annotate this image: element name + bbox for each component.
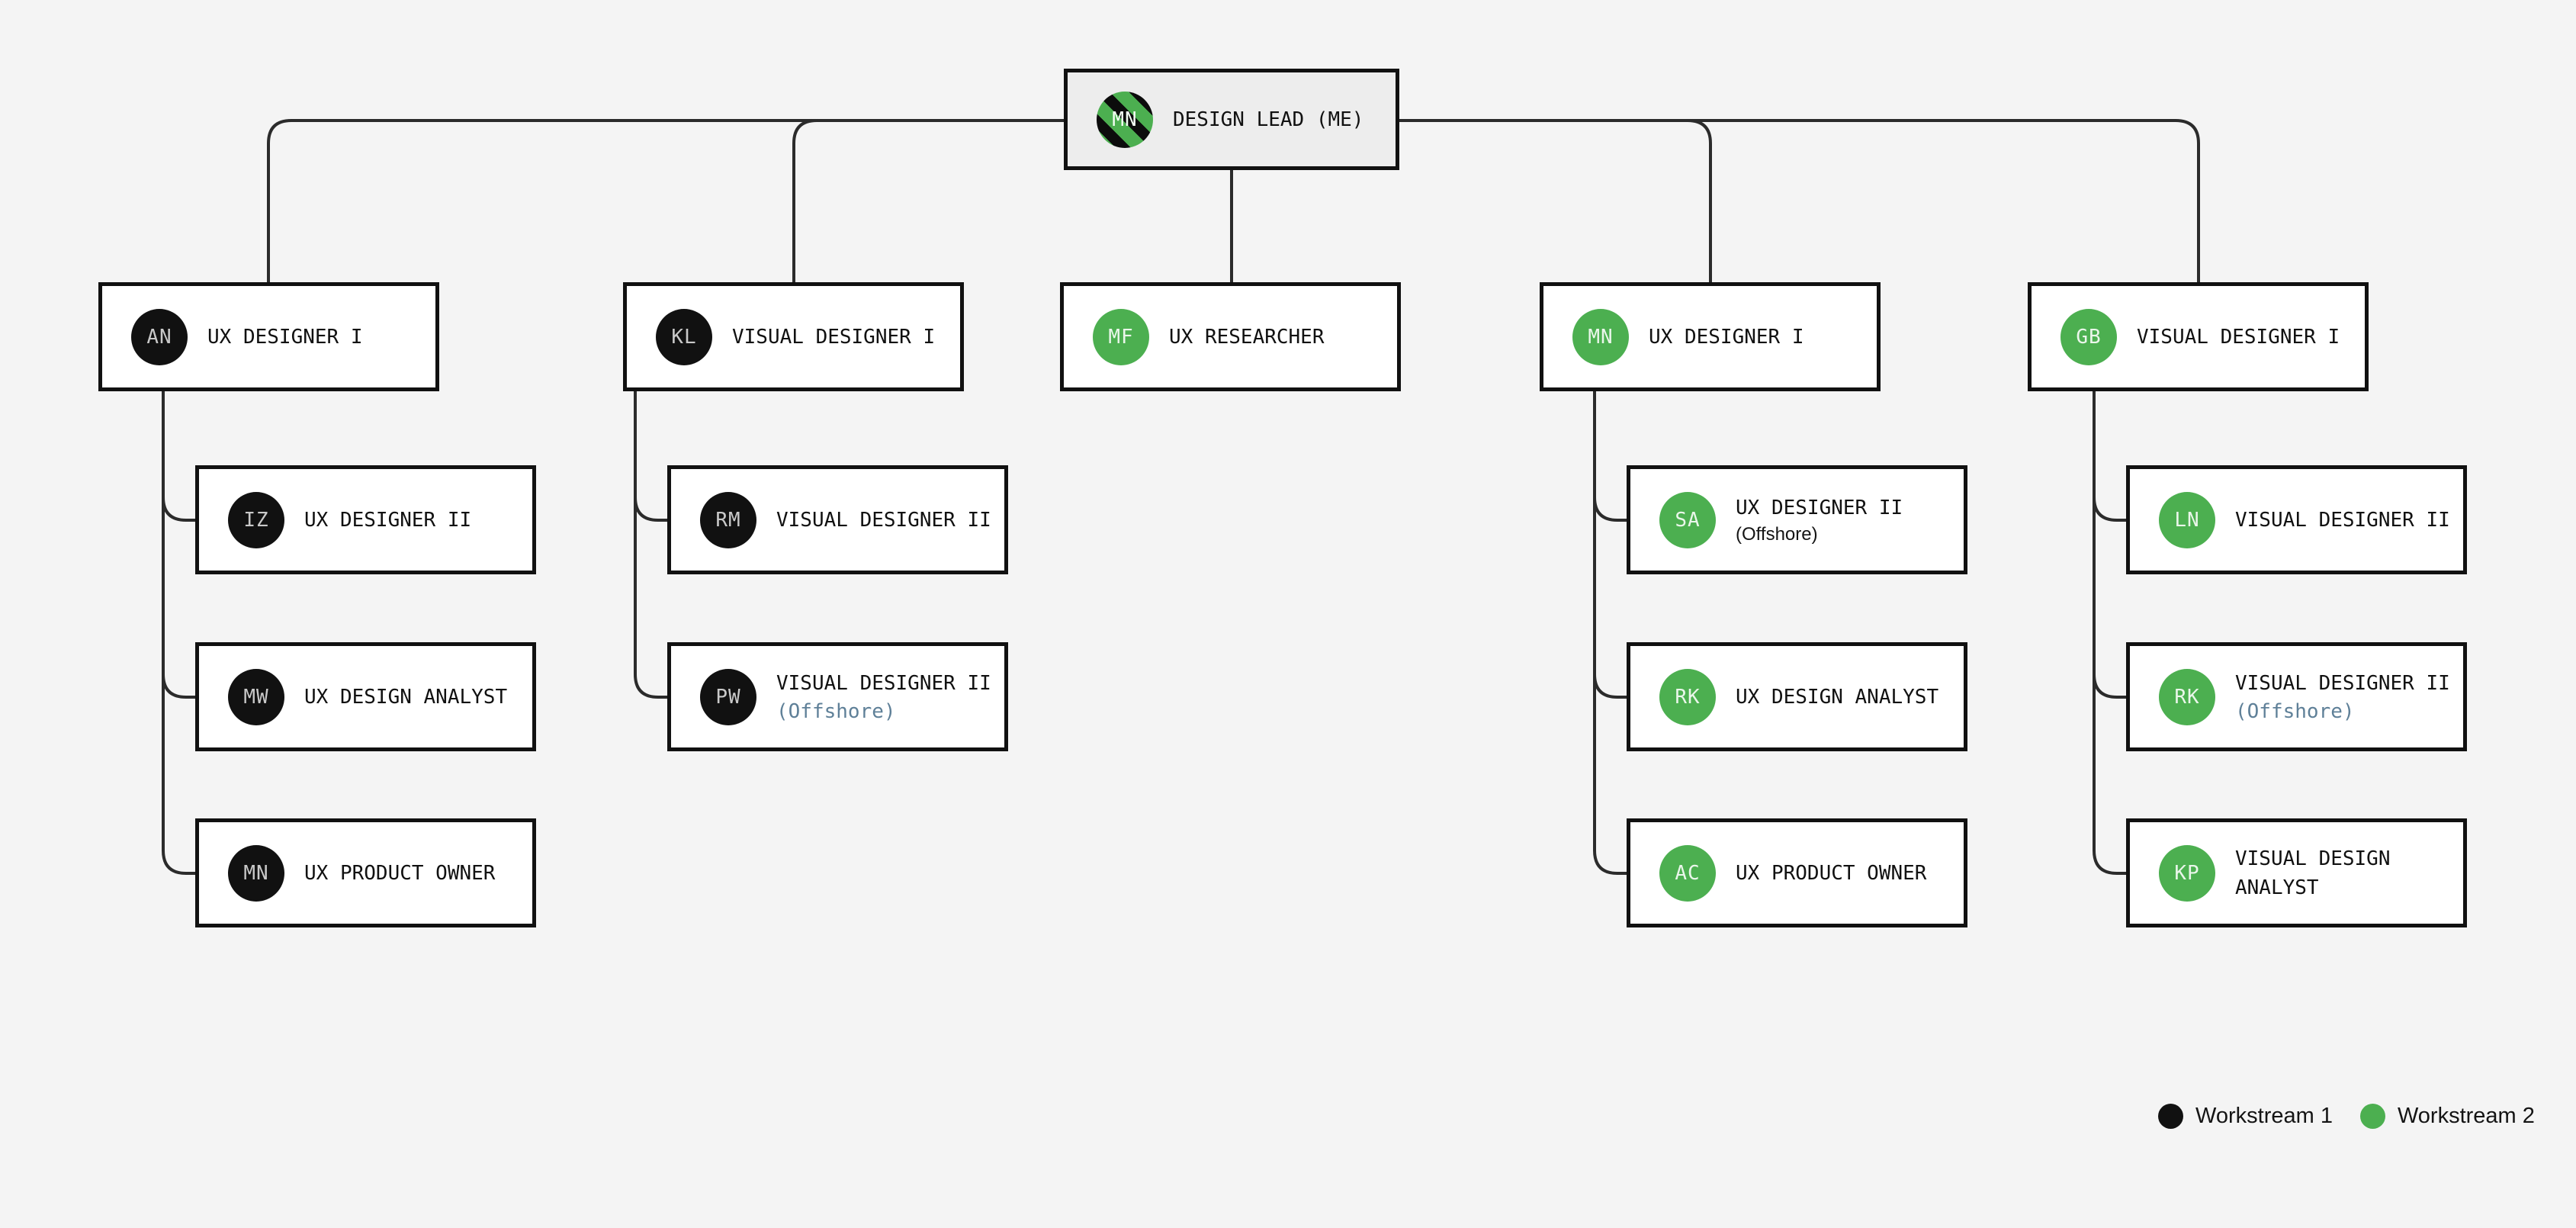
avatar: SA	[1659, 491, 1716, 548]
legend-item-workstream-2: Workstream 2	[2359, 1103, 2535, 1129]
workstream-1-dot-icon	[2158, 1103, 2183, 1129]
avatar-initials: PW	[715, 685, 741, 709]
node-title: VISUAL DESIGNER II	[2235, 671, 2450, 695]
avatar: LN	[2159, 491, 2215, 548]
node-title: UX PRODUCT OWNER	[1736, 861, 1927, 885]
avatar-striped: MN	[1097, 91, 1153, 148]
node-title: VISUAL DESIGNER II	[776, 508, 991, 532]
org-node-visual-designer-2-b[interactable]: LN VISUAL DESIGNER II	[2126, 465, 2467, 574]
node-title: UX DESIGN ANALYST	[304, 685, 508, 709]
org-node-visual-designer-2-offshore-b[interactable]: RK VISUAL DESIGNER II (Offshore)	[2126, 642, 2467, 751]
org-node-visual-designer-2-a[interactable]: RM VISUAL DESIGNER II	[667, 465, 1008, 574]
avatar-initials: MF	[1108, 325, 1134, 349]
avatar-initials: RK	[1675, 685, 1701, 709]
node-title: VISUAL DESIGN ANALYST	[2235, 847, 2391, 899]
legend-label: Workstream 1	[2195, 1103, 2333, 1128]
org-node-ux-design-analyst-a[interactable]: MW UX DESIGN ANALYST	[195, 642, 536, 751]
node-title: UX DESIGNER II	[304, 508, 472, 532]
node-title: UX DESIGNER II	[1736, 496, 1903, 519]
avatar: GB	[2060, 308, 2117, 365]
legend-item-workstream-1: Workstream 1	[2158, 1103, 2333, 1129]
avatar: AC	[1659, 844, 1716, 902]
avatar-initials: RK	[2174, 685, 2200, 709]
avatar: MF	[1093, 308, 1149, 365]
avatar-initials: MN	[1588, 325, 1614, 349]
avatar-initials: LN	[2174, 508, 2200, 532]
avatar-initials: GB	[2076, 325, 2102, 349]
avatar-initials: MW	[243, 685, 269, 709]
node-title: UX DESIGNER I	[1649, 325, 1804, 349]
node-subtitle-offshore: (Offshore)	[1736, 523, 1818, 545]
avatar: RM	[700, 491, 756, 548]
node-title: UX DESIGNER I	[207, 325, 363, 349]
org-node-ux-designer-1-a[interactable]: AN UX DESIGNER I	[98, 282, 439, 391]
avatar-initials: KL	[671, 325, 697, 349]
avatar: PW	[700, 668, 756, 725]
avatar-initials: IZ	[243, 508, 269, 532]
org-node-visual-designer-1-b[interactable]: GB VISUAL DESIGNER I	[2028, 282, 2369, 391]
avatar-initials: MN	[243, 861, 269, 885]
workstream-2-dot-icon	[2359, 1103, 2385, 1129]
org-node-ux-product-owner-b[interactable]: AC UX PRODUCT OWNER	[1627, 818, 1967, 927]
org-node-ux-designer-1-b[interactable]: MN UX DESIGNER I	[1540, 282, 1881, 391]
avatar: MN	[1572, 308, 1629, 365]
node-title: UX PRODUCT OWNER	[304, 861, 496, 885]
node-title: DESIGN LEAD (ME)	[1173, 108, 1364, 131]
org-node-visual-design-analyst[interactable]: KP VISUAL DESIGN ANALYST	[2126, 818, 2467, 927]
node-title: VISUAL DESIGNER II	[2235, 508, 2450, 532]
node-title: VISUAL DESIGNER I	[2137, 325, 2340, 349]
avatar-initials: RM	[715, 508, 741, 532]
node-title: VISUAL DESIGNER II	[776, 671, 991, 695]
org-node-ux-designer-2-a[interactable]: IZ UX DESIGNER II	[195, 465, 536, 574]
org-node-ux-design-analyst-b[interactable]: RK UX DESIGN ANALYST	[1627, 642, 1967, 751]
node-subtitle-offshore: (Offshore)	[2235, 699, 2355, 723]
avatar: RK	[1659, 668, 1716, 725]
workstream-legend: Workstream 1 Workstream 2	[2158, 1101, 2535, 1130]
avatar: MW	[228, 668, 284, 725]
avatar: KL	[656, 308, 712, 365]
node-title: VISUAL DESIGNER I	[732, 325, 936, 349]
node-title: UX DESIGN ANALYST	[1736, 685, 1939, 709]
avatar-initials: MN	[1112, 108, 1138, 131]
org-node-ux-researcher[interactable]: MF UX RESEARCHER	[1060, 282, 1401, 391]
org-node-design-lead[interactable]: MN DESIGN LEAD (ME)	[1064, 69, 1399, 170]
org-node-ux-product-owner-a[interactable]: MN UX PRODUCT OWNER	[195, 818, 536, 927]
org-node-visual-designer-1-a[interactable]: KL VISUAL DESIGNER I	[623, 282, 964, 391]
avatar-initials: AN	[146, 325, 172, 349]
node-title: UX RESEARCHER	[1169, 325, 1325, 349]
avatar-initials: AC	[1675, 861, 1701, 885]
legend-label: Workstream 2	[2397, 1103, 2535, 1128]
avatar-initials: SA	[1675, 508, 1701, 532]
node-subtitle-offshore: (Offshore)	[776, 699, 896, 723]
org-node-visual-designer-2-offshore-a[interactable]: PW VISUAL DESIGNER II (Offshore)	[667, 642, 1008, 751]
avatar: RK	[2159, 668, 2215, 725]
avatar: IZ	[228, 491, 284, 548]
avatar: AN	[131, 308, 188, 365]
avatar-initials: KP	[2174, 861, 2200, 885]
org-node-ux-designer-2-offshore[interactable]: SA UX DESIGNER II (Offshore)	[1627, 465, 1967, 574]
avatar: KP	[2159, 844, 2215, 902]
avatar: MN	[228, 844, 284, 902]
